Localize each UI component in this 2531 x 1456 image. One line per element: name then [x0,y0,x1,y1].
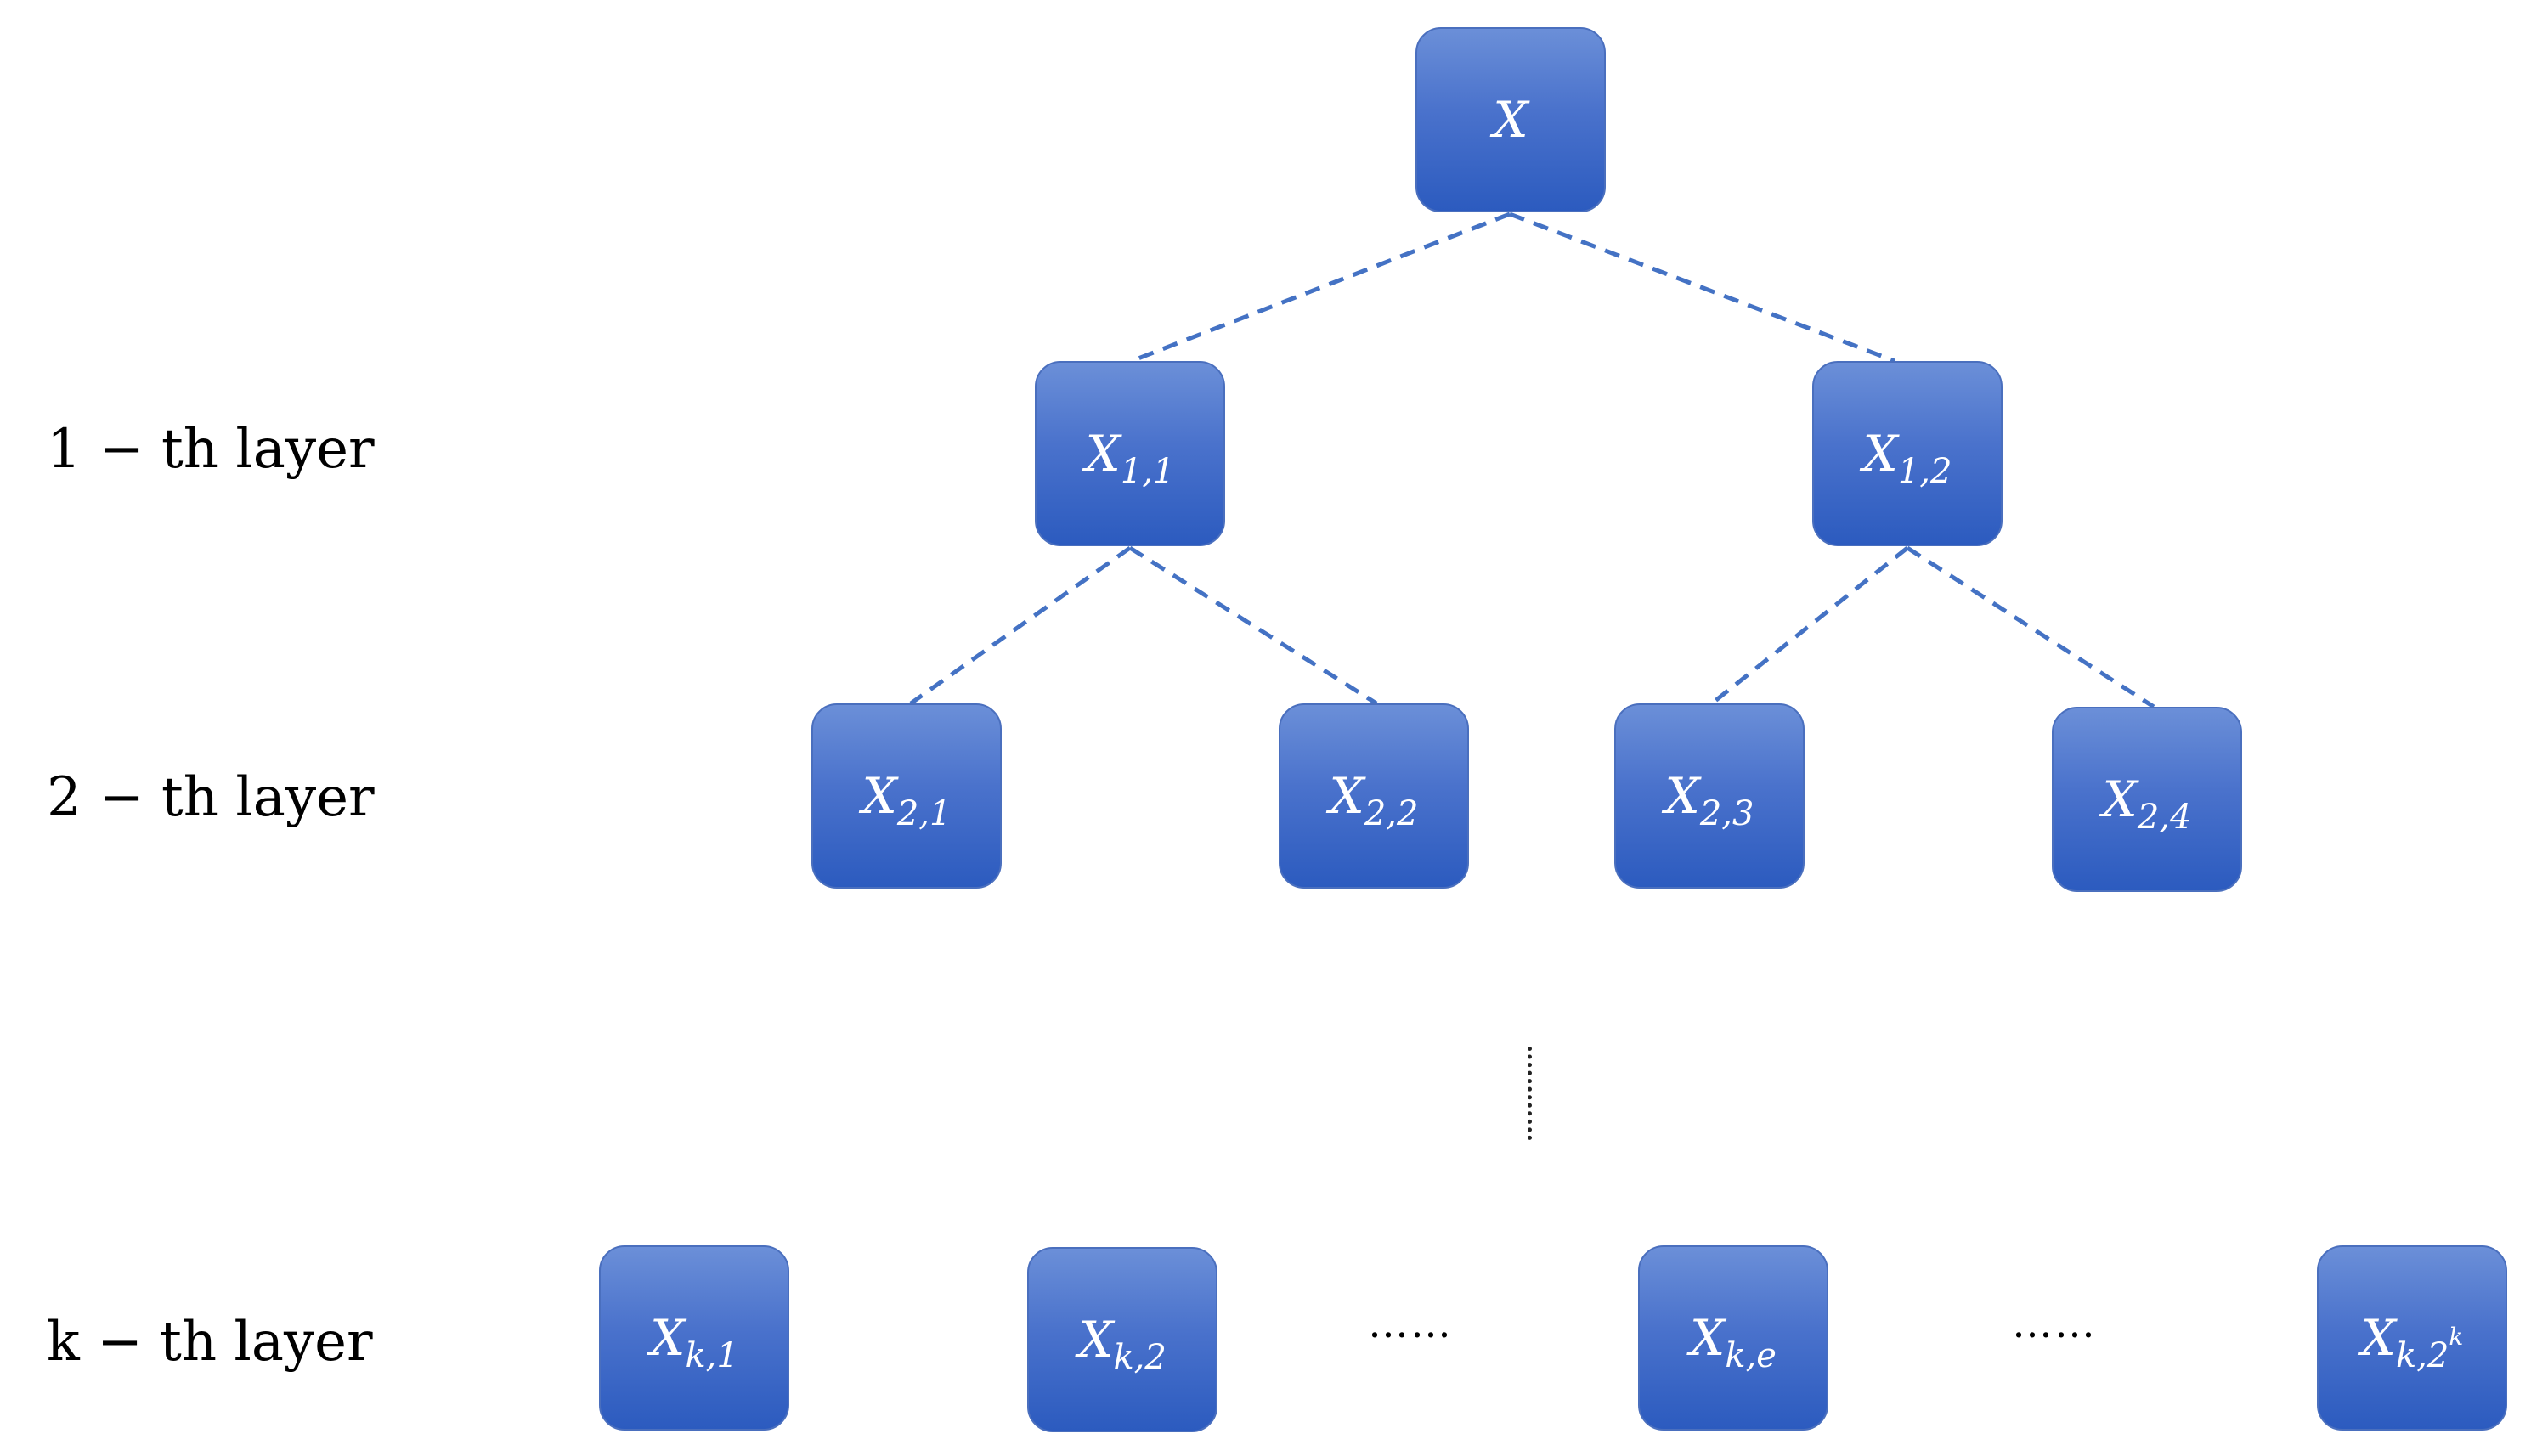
node-2-3-base: X [1664,767,1700,825]
node-2-4: X2,4 [2052,707,2242,892]
node-2-3: X2,3 [1614,703,1805,889]
node-k-2k-sub: k,2k [2395,1325,2463,1375]
node-2-2: X2,2 [1279,703,1469,889]
node-k-2k-base: X [2360,1309,2396,1367]
node-2-4-base: X [2102,770,2138,828]
node-k-2-base: X [1078,1311,1114,1369]
node-k-e-base: X [1690,1309,1726,1367]
ellipsis-right: …… [2012,1300,2097,1347]
node-k-1-sub: k,1 [685,1336,738,1375]
node-k-e: Xk,e [1638,1245,1828,1431]
node-k-2: Xk,2 [1027,1247,1217,1432]
node-1-2-base: X [1862,425,1898,483]
node-2-1: X2,1 [811,703,1002,889]
node-1-1: X1,1 [1035,361,1225,546]
edge-n12-n23 [1710,546,1909,705]
node-2-3-sub: 2,3 [1699,794,1754,833]
node-2-2-sub: 2,2 [1364,794,1419,833]
layer-label-k: k − th layer [47,1311,373,1374]
node-k-e-sub: k,e [1725,1336,1777,1375]
node-1-1-base: X [1085,425,1121,483]
edge-n12-n24 [1906,545,2155,709]
node-k-2k: Xk,2k [2317,1245,2507,1431]
node-k-2k-sub-text: k,2 [2395,1336,2449,1375]
edge-root-n11 [1131,212,1511,364]
node-k-1-base: X [650,1309,686,1367]
node-2-4-sub: 2,4 [2137,798,2192,837]
node-2-1-base: X [862,767,897,825]
node-k-2k-sup: k [2449,1323,2464,1351]
node-k-1: Xk,1 [599,1245,789,1431]
node-k-2-sub: k,2 [1113,1338,1167,1377]
edge-n11-n21 [909,545,1132,706]
node-1-2-sub: 1,2 [1897,452,1952,491]
edge-root-n12 [1509,212,1895,364]
node-2-1-sub: 2,1 [896,794,952,833]
node-1-1-sub: 1,1 [1120,452,1175,491]
layer-label-1: 1 − th layer [47,418,375,481]
node-1-2: X1,2 [1812,361,2003,546]
vertical-ellipsis [1528,1047,1532,1140]
node-2-2-base: X [1329,767,1364,825]
layer-label-2: 2 − th layer [47,766,375,829]
node-root-base: X [1493,91,1528,149]
edge-n11-n22 [1128,545,1378,706]
ellipsis-left: …… [1368,1300,1453,1347]
node-root: X [1415,27,1606,212]
